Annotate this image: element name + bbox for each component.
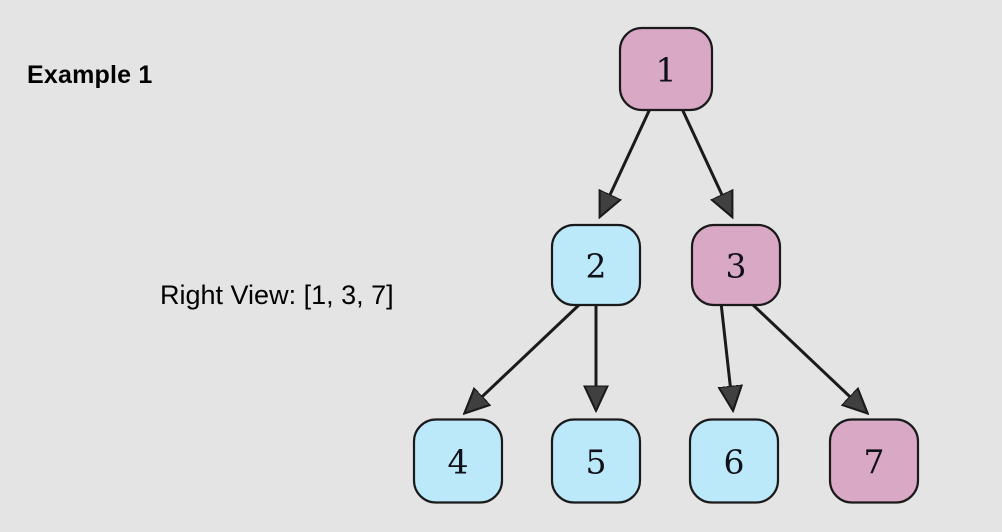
tree-edge-n1-n2: [601, 107, 652, 215]
right-view-label: Right View: [1, 3, 7]: [160, 280, 394, 310]
tree-node-4[interactable]: 4: [412, 418, 504, 504]
node-shape: [688, 418, 780, 504]
tree-edges: [466, 107, 866, 412]
node-shape: [550, 418, 642, 504]
node-label: 2: [586, 247, 607, 286]
node-label: 1: [656, 51, 677, 90]
node-shape: [690, 223, 782, 307]
tree-edge-n2-n4: [466, 301, 583, 412]
node-shape: [550, 223, 642, 307]
tree-node-7[interactable]: 7: [828, 418, 920, 504]
tree-edge-n3-n7: [749, 301, 866, 412]
node-label: 7: [864, 443, 885, 482]
tree-node-5[interactable]: 5: [550, 418, 642, 504]
node-shape: [412, 418, 504, 504]
node-label: 5: [586, 443, 607, 482]
node-shape: [828, 418, 920, 504]
tree-node-3[interactable]: 3: [690, 223, 782, 307]
node-label: 6: [724, 443, 745, 482]
tree-node-6[interactable]: 6: [688, 418, 780, 504]
tree-edge-n3-n6: [721, 302, 733, 409]
tree-node-2[interactable]: 2: [550, 223, 642, 307]
page-title: Example 1: [27, 61, 153, 89]
tree-node-1[interactable]: 1: [618, 26, 714, 112]
node-label: 3: [726, 247, 747, 286]
tree-nodes: 1 2 3 4 5 6 7: [412, 26, 920, 504]
node-label: 4: [448, 443, 469, 482]
node-shape: [618, 26, 714, 112]
tree-edge-n1-n3: [680, 107, 732, 215]
